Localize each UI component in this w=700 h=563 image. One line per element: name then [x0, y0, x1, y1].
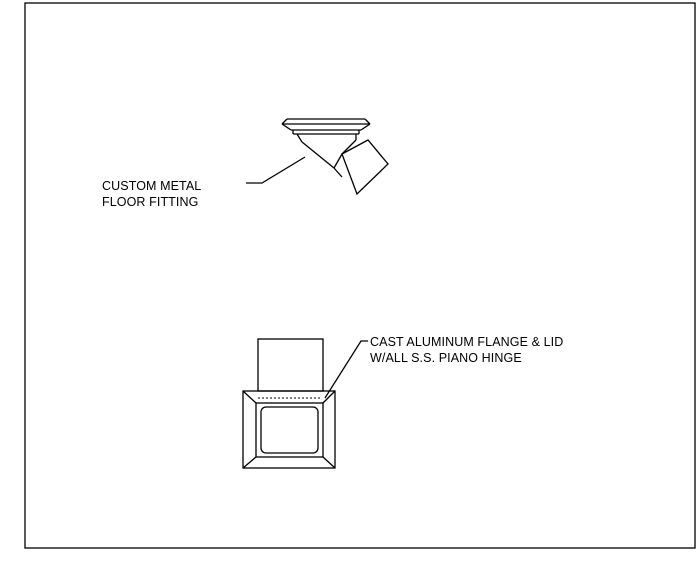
floor-fitting-label: CUSTOM METAL FLOOR FITTING	[102, 178, 201, 210]
flange-lid	[242, 338, 336, 469]
floor-fitting-label-line1: CUSTOM METAL	[102, 179, 202, 193]
leader-line-fitting	[246, 156, 306, 184]
flange-lid-label-line2: W/ALL S.S. PIANO HINGE	[370, 351, 522, 365]
flange-lid-label: CAST ALUMINUM FLANGE & LID W/ALL S.S. PI…	[370, 334, 563, 366]
floor-fitting-label-line2: FLOOR FITTING	[102, 195, 199, 209]
leader-line-flange	[324, 340, 368, 399]
floor-fitting	[281, 118, 389, 196]
drawing-border	[24, 2, 696, 549]
flange-lid-label-line1: CAST ALUMINUM FLANGE & LID	[370, 335, 564, 349]
